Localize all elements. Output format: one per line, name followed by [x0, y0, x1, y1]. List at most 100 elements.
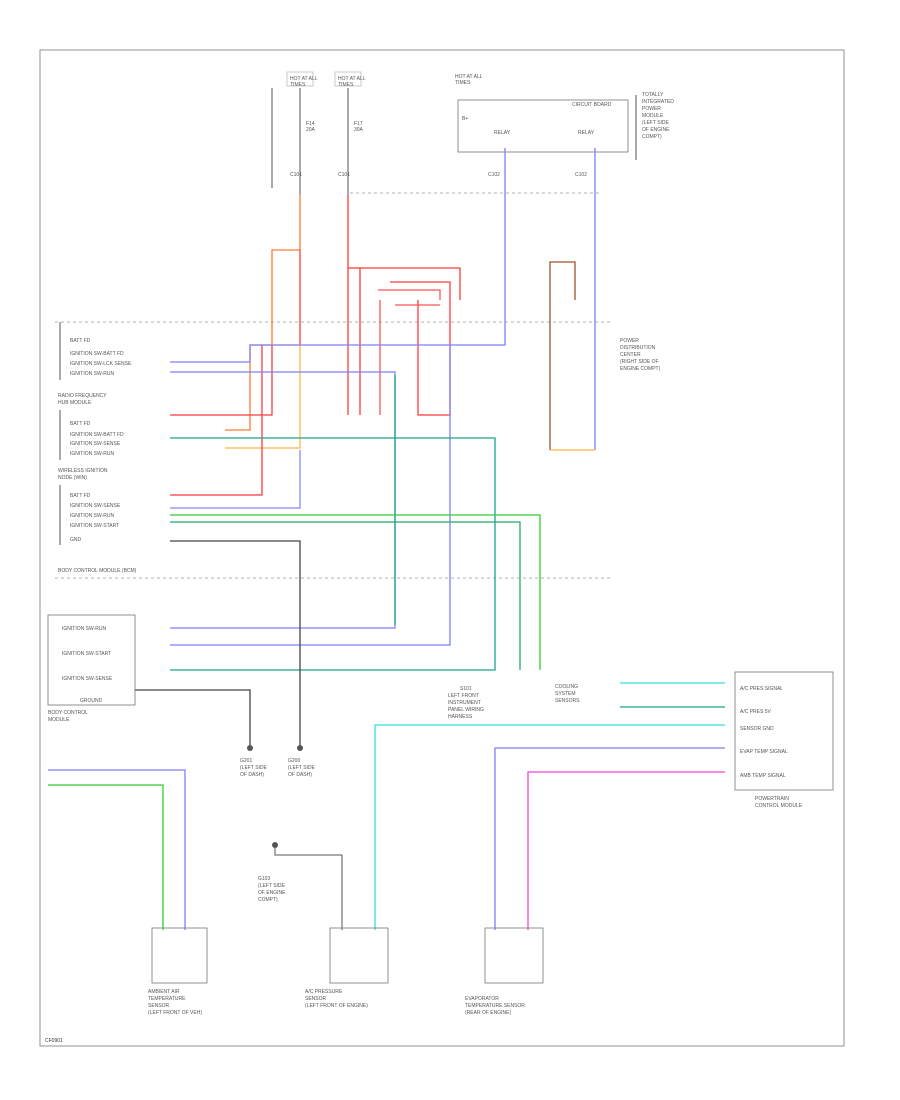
svg-text:TIMES: TIMES — [290, 82, 306, 88]
wire-teal-main — [170, 437, 496, 671]
svg-text:IGNITION SW-LCK SENSE: IGNITION SW-LCK SENSE — [70, 361, 132, 367]
svg-text:TEMPERATURE SENSOR: TEMPERATURE SENSOR — [465, 1003, 525, 1009]
svg-text:CENTER: CENTER — [620, 352, 641, 358]
svg-text:IGNITION SW-SENSE: IGNITION SW-SENSE — [70, 441, 121, 447]
wire-black-bcm — [135, 689, 251, 748]
svg-text:OF ENGINE: OF ENGINE — [642, 127, 670, 133]
ambient-temp-sensor: AMBIENT AIR TEMPERATURE SENSOR (LEFT FRO… — [148, 927, 208, 1016]
svg-text:EVAP TEMP SIGNAL: EVAP TEMP SIGNAL — [740, 749, 788, 755]
svg-text:HUB MODULE: HUB MODULE — [58, 400, 92, 406]
svg-text:30A: 30A — [354, 127, 364, 133]
evaporator-temp-sensor: EVAPORATOR TEMPERATURE SENSOR (REAR OF E… — [465, 927, 544, 1016]
wire-red-left — [170, 250, 301, 416]
svg-text:SYSTEM: SYSTEM — [555, 691, 576, 697]
wire-blue-temp — [494, 747, 725, 930]
svg-text:G103: G103 — [258, 876, 270, 882]
wire-red-front — [170, 345, 263, 496]
power-distribution-module: BATT FD IGNITION SW-BATT FD IGNITION SW-… — [59, 322, 661, 380]
svg-text:EVAPORATOR: EVAPORATOR — [465, 996, 499, 1002]
svg-text:IGNITION SW-BATT FD: IGNITION SW-BATT FD — [70, 432, 124, 438]
bcm-module: IGNITION SW-RUN IGNITION SW-START IGNITI… — [47, 614, 136, 723]
svg-text:20A: 20A — [306, 127, 316, 133]
svg-text:(REAR OF ENGINE): (REAR OF ENGINE) — [465, 1010, 511, 1016]
wire-brown-loop — [549, 261, 576, 450]
svg-text:ENGINE COMPT): ENGINE COMPT) — [620, 366, 661, 372]
svg-text:BATT FD: BATT FD — [70, 338, 91, 344]
svg-text:(LEFT SIDE: (LEFT SIDE — [642, 120, 670, 126]
svg-text:A/C PRESSURE: A/C PRESSURE — [305, 989, 343, 995]
svg-text:MODULE: MODULE — [642, 113, 664, 119]
svg-text:(LEFT SIDE: (LEFT SIDE — [240, 765, 268, 771]
wire-blue-relay-a — [170, 148, 506, 363]
svg-text:OF DASH): OF DASH) — [240, 772, 264, 778]
svg-text:OF ENGINE: OF ENGINE — [258, 890, 286, 896]
svg-text:GROUND: GROUND — [80, 698, 103, 704]
wire-blue-long — [170, 371, 396, 629]
wire-blue-bcm — [170, 345, 451, 646]
svg-text:GND: GND — [70, 537, 82, 543]
wire-red-inner — [378, 289, 441, 415]
fuse-block-right: HOT AT ALL TIMES B+ RELAY RELAY CIRCUIT … — [455, 74, 674, 178]
svg-text:IGNITION SW-START: IGNITION SW-START — [62, 651, 111, 657]
svg-text:IGNITION SW-RUN: IGNITION SW-RUN — [70, 371, 114, 377]
splice-labels: S101 LEFT FRONT INSTRUMENT PANEL WIRING … — [448, 686, 484, 720]
wire-blue-sensor — [48, 769, 186, 930]
svg-text:(RIGHT SIDE OF: (RIGHT SIDE OF — [620, 359, 659, 365]
svg-text:IGNITION SW-START: IGNITION SW-START — [70, 523, 119, 529]
svg-text:HOT AT ALL: HOT AT ALL — [290, 76, 318, 82]
svg-text:C101: C101 — [338, 172, 350, 178]
svg-text:INSTRUMENT: INSTRUMENT — [448, 700, 481, 706]
wire-green-b — [170, 521, 521, 670]
svg-text:B+: B+ — [462, 116, 468, 122]
svg-text:IGNITION SW-RUN: IGNITION SW-RUN — [62, 626, 106, 632]
svg-text:HARNESS: HARNESS — [448, 714, 473, 720]
svg-text:G201: G201 — [240, 758, 252, 764]
svg-text:C102: C102 — [488, 172, 500, 178]
svg-text:CIRCUIT BOARD: CIRCUIT BOARD — [572, 102, 612, 108]
svg-text:F17: F17 — [354, 121, 363, 127]
svg-text:RELAY: RELAY — [494, 130, 511, 136]
svg-text:RADIO FREQUENCY: RADIO FREQUENCY — [58, 393, 107, 399]
wire-red-relay-loop — [347, 195, 461, 416]
svg-text:C102: C102 — [575, 172, 587, 178]
svg-text:WIRELESS IGNITION: WIRELESS IGNITION — [58, 468, 108, 474]
svg-text:OF DASH): OF DASH) — [288, 772, 312, 778]
svg-text:POWER: POWER — [620, 338, 639, 344]
svg-text:A/C PRES 5V: A/C PRES 5V — [740, 709, 772, 715]
svg-text:F14: F14 — [306, 121, 315, 127]
svg-text:AMBIENT AIR: AMBIENT AIR — [148, 989, 180, 995]
svg-text:C101: C101 — [290, 172, 302, 178]
wire-cyan-ac — [374, 724, 725, 930]
svg-text:BODY CONTROL: BODY CONTROL — [48, 710, 88, 716]
svg-text:DISTRIBUTION: DISTRIBUTION — [620, 345, 656, 351]
svg-text:IGNITION SW-RUN: IGNITION SW-RUN — [70, 513, 114, 519]
svg-text:SENSORS: SENSORS — [555, 698, 580, 704]
svg-text:COMPT): COMPT) — [642, 134, 662, 140]
svg-text:HOT AT ALL: HOT AT ALL — [338, 76, 366, 82]
svg-text:NODE (WIN): NODE (WIN) — [58, 475, 87, 481]
svg-text:HOT AT ALL: HOT AT ALL — [455, 74, 483, 80]
diagram-frame — [39, 49, 845, 1047]
svg-text:INTEGRATED: INTEGRATED — [642, 99, 674, 105]
svg-text:POWERTRAIN: POWERTRAIN — [755, 796, 789, 802]
svg-text:TIMES: TIMES — [455, 80, 471, 86]
svg-text:CONTROL MODULE: CONTROL MODULE — [755, 803, 803, 809]
svg-text:POWER: POWER — [642, 106, 661, 112]
svg-text:IGNITION SW-BATT FD: IGNITION SW-BATT FD — [70, 351, 124, 357]
svg-text:LEFT FRONT: LEFT FRONT — [448, 693, 479, 699]
ignition-switch-module: RADIO FREQUENCY HUB MODULE BATT FD IGNIT… — [58, 393, 124, 460]
svg-text:(LEFT SIDE: (LEFT SIDE — [288, 765, 316, 771]
wire-black-ground — [170, 540, 301, 748]
svg-text:TOTALLY: TOTALLY — [642, 92, 664, 98]
svg-text:(LEFT FRONT OF ENGINE): (LEFT FRONT OF ENGINE) — [305, 1003, 368, 1009]
svg-text:SENSOR: SENSOR — [305, 996, 327, 1002]
wire-green-a — [170, 514, 541, 670]
svg-text:PANEL WIRING: PANEL WIRING — [448, 707, 484, 713]
svg-text:(LEFT SIDE: (LEFT SIDE — [258, 883, 286, 889]
svg-text:IGNITION SW-RUN: IGNITION SW-RUN — [70, 451, 114, 457]
wire-green-sensor — [48, 784, 164, 930]
svg-text:SENSOR GND: SENSOR GND — [740, 726, 774, 732]
bcm-top-label: BODY CONTROL MODULE (BCM) — [58, 568, 137, 574]
svg-text:COOLING: COOLING — [555, 684, 578, 690]
